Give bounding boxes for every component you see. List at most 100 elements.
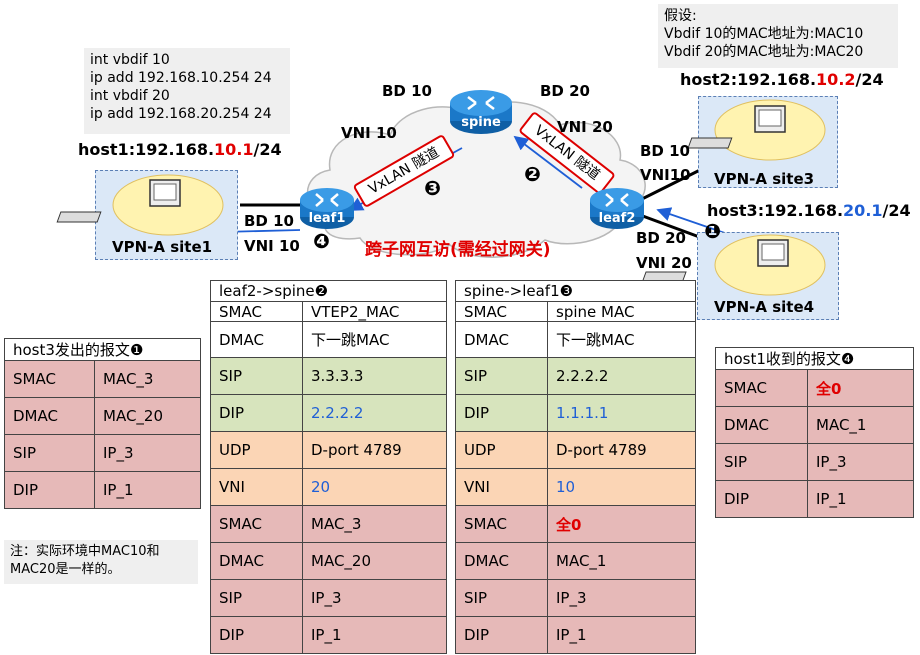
footnote: 注：实际环境中MAC10和 MAC20是一样的。 (4, 540, 198, 584)
bd10-leaf1-label: BD 10 (244, 212, 294, 230)
field-value: 下一跳MAC (547, 321, 696, 358)
site1-label: VPN-A site1 (112, 238, 213, 256)
field-value: IP_3 (547, 579, 696, 617)
field-value: MAC_1 (547, 542, 696, 580)
vni10-leaf2-label: VNI10 (640, 166, 691, 184)
step4-marker: ❹ (313, 229, 330, 253)
field-value: 3.3.3.3 (302, 357, 447, 395)
field-name: UDP (455, 431, 548, 469)
field-name: DMAC (4, 397, 95, 435)
field-value: 1.1.1.1 (547, 394, 696, 432)
site4-label: VPN-A site4 (714, 298, 815, 316)
field-value: IP_1 (94, 471, 201, 509)
field-value: 2.2.2.2 (302, 394, 447, 432)
field-name: DIP (455, 394, 548, 432)
router-icon (300, 188, 354, 229)
field-name: SIP (210, 357, 303, 395)
config-note: int vbdif 10 ip add 192.168.10.254 24 in… (84, 48, 290, 134)
field-value: IP_1 (547, 616, 696, 654)
router-leaf1: leaf1 (298, 185, 356, 231)
config-line: int vbdif 20 (90, 88, 170, 104)
vni20-top-label: VNI 20 (557, 118, 613, 136)
field-value: IP_1 (807, 480, 914, 518)
field-value: spine MAC (547, 301, 696, 322)
config-line: int vbdif 10 (90, 52, 170, 68)
field-name: VNI (210, 468, 303, 506)
field-value: MAC_1 (807, 406, 914, 444)
field-name: SIP (715, 443, 808, 481)
table-title: host3发出的报文❶ (4, 338, 201, 361)
computer-icon-site4 (641, 234, 826, 296)
router-icon (450, 90, 512, 134)
field-name: SIP (455, 579, 548, 617)
field-name: DIP (4, 471, 95, 509)
field-value: MAC_20 (94, 397, 201, 435)
field-value: 全0 (547, 505, 696, 543)
arrow-step2 (513, 135, 583, 189)
leaf1-label: leaf1 (308, 211, 346, 226)
field-value: 2.2.2.2 (547, 357, 696, 395)
bd10-leaf2-label: BD 10 (640, 142, 690, 160)
vni10-leaf1-label: VNI 10 (244, 237, 300, 255)
host1-ip: host1:192.168.10.1/24 (78, 140, 282, 159)
table-title: spine->leaf1❸ (455, 280, 696, 302)
field-value: IP_1 (302, 616, 447, 654)
router-icon (590, 188, 644, 229)
router-leaf2: leaf2 (588, 185, 646, 231)
field-value: MAC_3 (94, 360, 201, 398)
config-line: ip add 192.168.20.254 24 (90, 106, 272, 122)
step2-marker: ❷ (524, 162, 541, 186)
table-title: leaf2->spine❷ (210, 280, 447, 302)
footnote-line: 注：实际环境中MAC10和 (10, 544, 160, 559)
field-name: DMAC (715, 406, 808, 444)
field-name: SMAC (455, 505, 548, 543)
field-name: SMAC (4, 360, 95, 398)
field-name: DIP (715, 480, 808, 518)
footnote-line: MAC20是一样的。 (10, 562, 121, 577)
spine-label: spine (461, 115, 501, 130)
field-name: DIP (210, 394, 303, 432)
field-name: DMAC (210, 321, 303, 358)
step1-marker: ❶ (704, 219, 721, 243)
field-value: D-port 4789 (302, 431, 447, 469)
site3-label: VPN-A site3 (714, 170, 815, 188)
field-name: SMAC (455, 301, 548, 322)
assume-line: Vbdif 20的MAC地址为:MAC20 (664, 44, 864, 60)
field-name: DMAC (210, 542, 303, 580)
field-name: SMAC (210, 505, 303, 543)
config-line: ip add 192.168.10.254 24 (90, 70, 272, 86)
bd20-top-label: BD 20 (540, 82, 590, 100)
table-title: host1收到的报文❹ (715, 347, 914, 370)
vni10-top-label: VNI 10 (341, 124, 397, 142)
field-value: MAC_3 (302, 505, 447, 543)
computer-icon-site3 (687, 99, 826, 161)
assume-line: Vbdif 10的MAC地址为:MAC10 (664, 26, 864, 42)
step3-marker: ❸ (424, 176, 441, 200)
field-value: IP_3 (94, 434, 201, 472)
host2-ip: host2:192.168.10.2/24 (680, 70, 884, 89)
field-value: MAC_20 (302, 542, 447, 580)
leaf2-label: leaf2 (598, 211, 636, 226)
field-name: DIP (210, 616, 303, 654)
assume-line: 假设: (664, 8, 697, 24)
field-name: SMAC (210, 301, 303, 322)
vni20-leaf2-label: VNI 20 (636, 254, 692, 272)
host3-ip: host3:192.168.20.1/24 (707, 201, 911, 220)
router-spine: spine (448, 87, 514, 137)
bd20-leaf2-label: BD 20 (636, 229, 686, 247)
field-name: DMAC (455, 321, 548, 358)
field-value: IP_3 (302, 579, 447, 617)
field-value: 10 (547, 468, 696, 506)
field-value: VTEP2_MAC (302, 301, 447, 322)
field-value: D-port 4789 (547, 431, 696, 469)
center-caption: 跨子网互访(需经过网关) (365, 240, 551, 260)
field-value: 全0 (807, 369, 914, 407)
field-name: SMAC (715, 369, 808, 407)
field-name: DIP (455, 616, 548, 654)
field-name: SIP (4, 434, 95, 472)
